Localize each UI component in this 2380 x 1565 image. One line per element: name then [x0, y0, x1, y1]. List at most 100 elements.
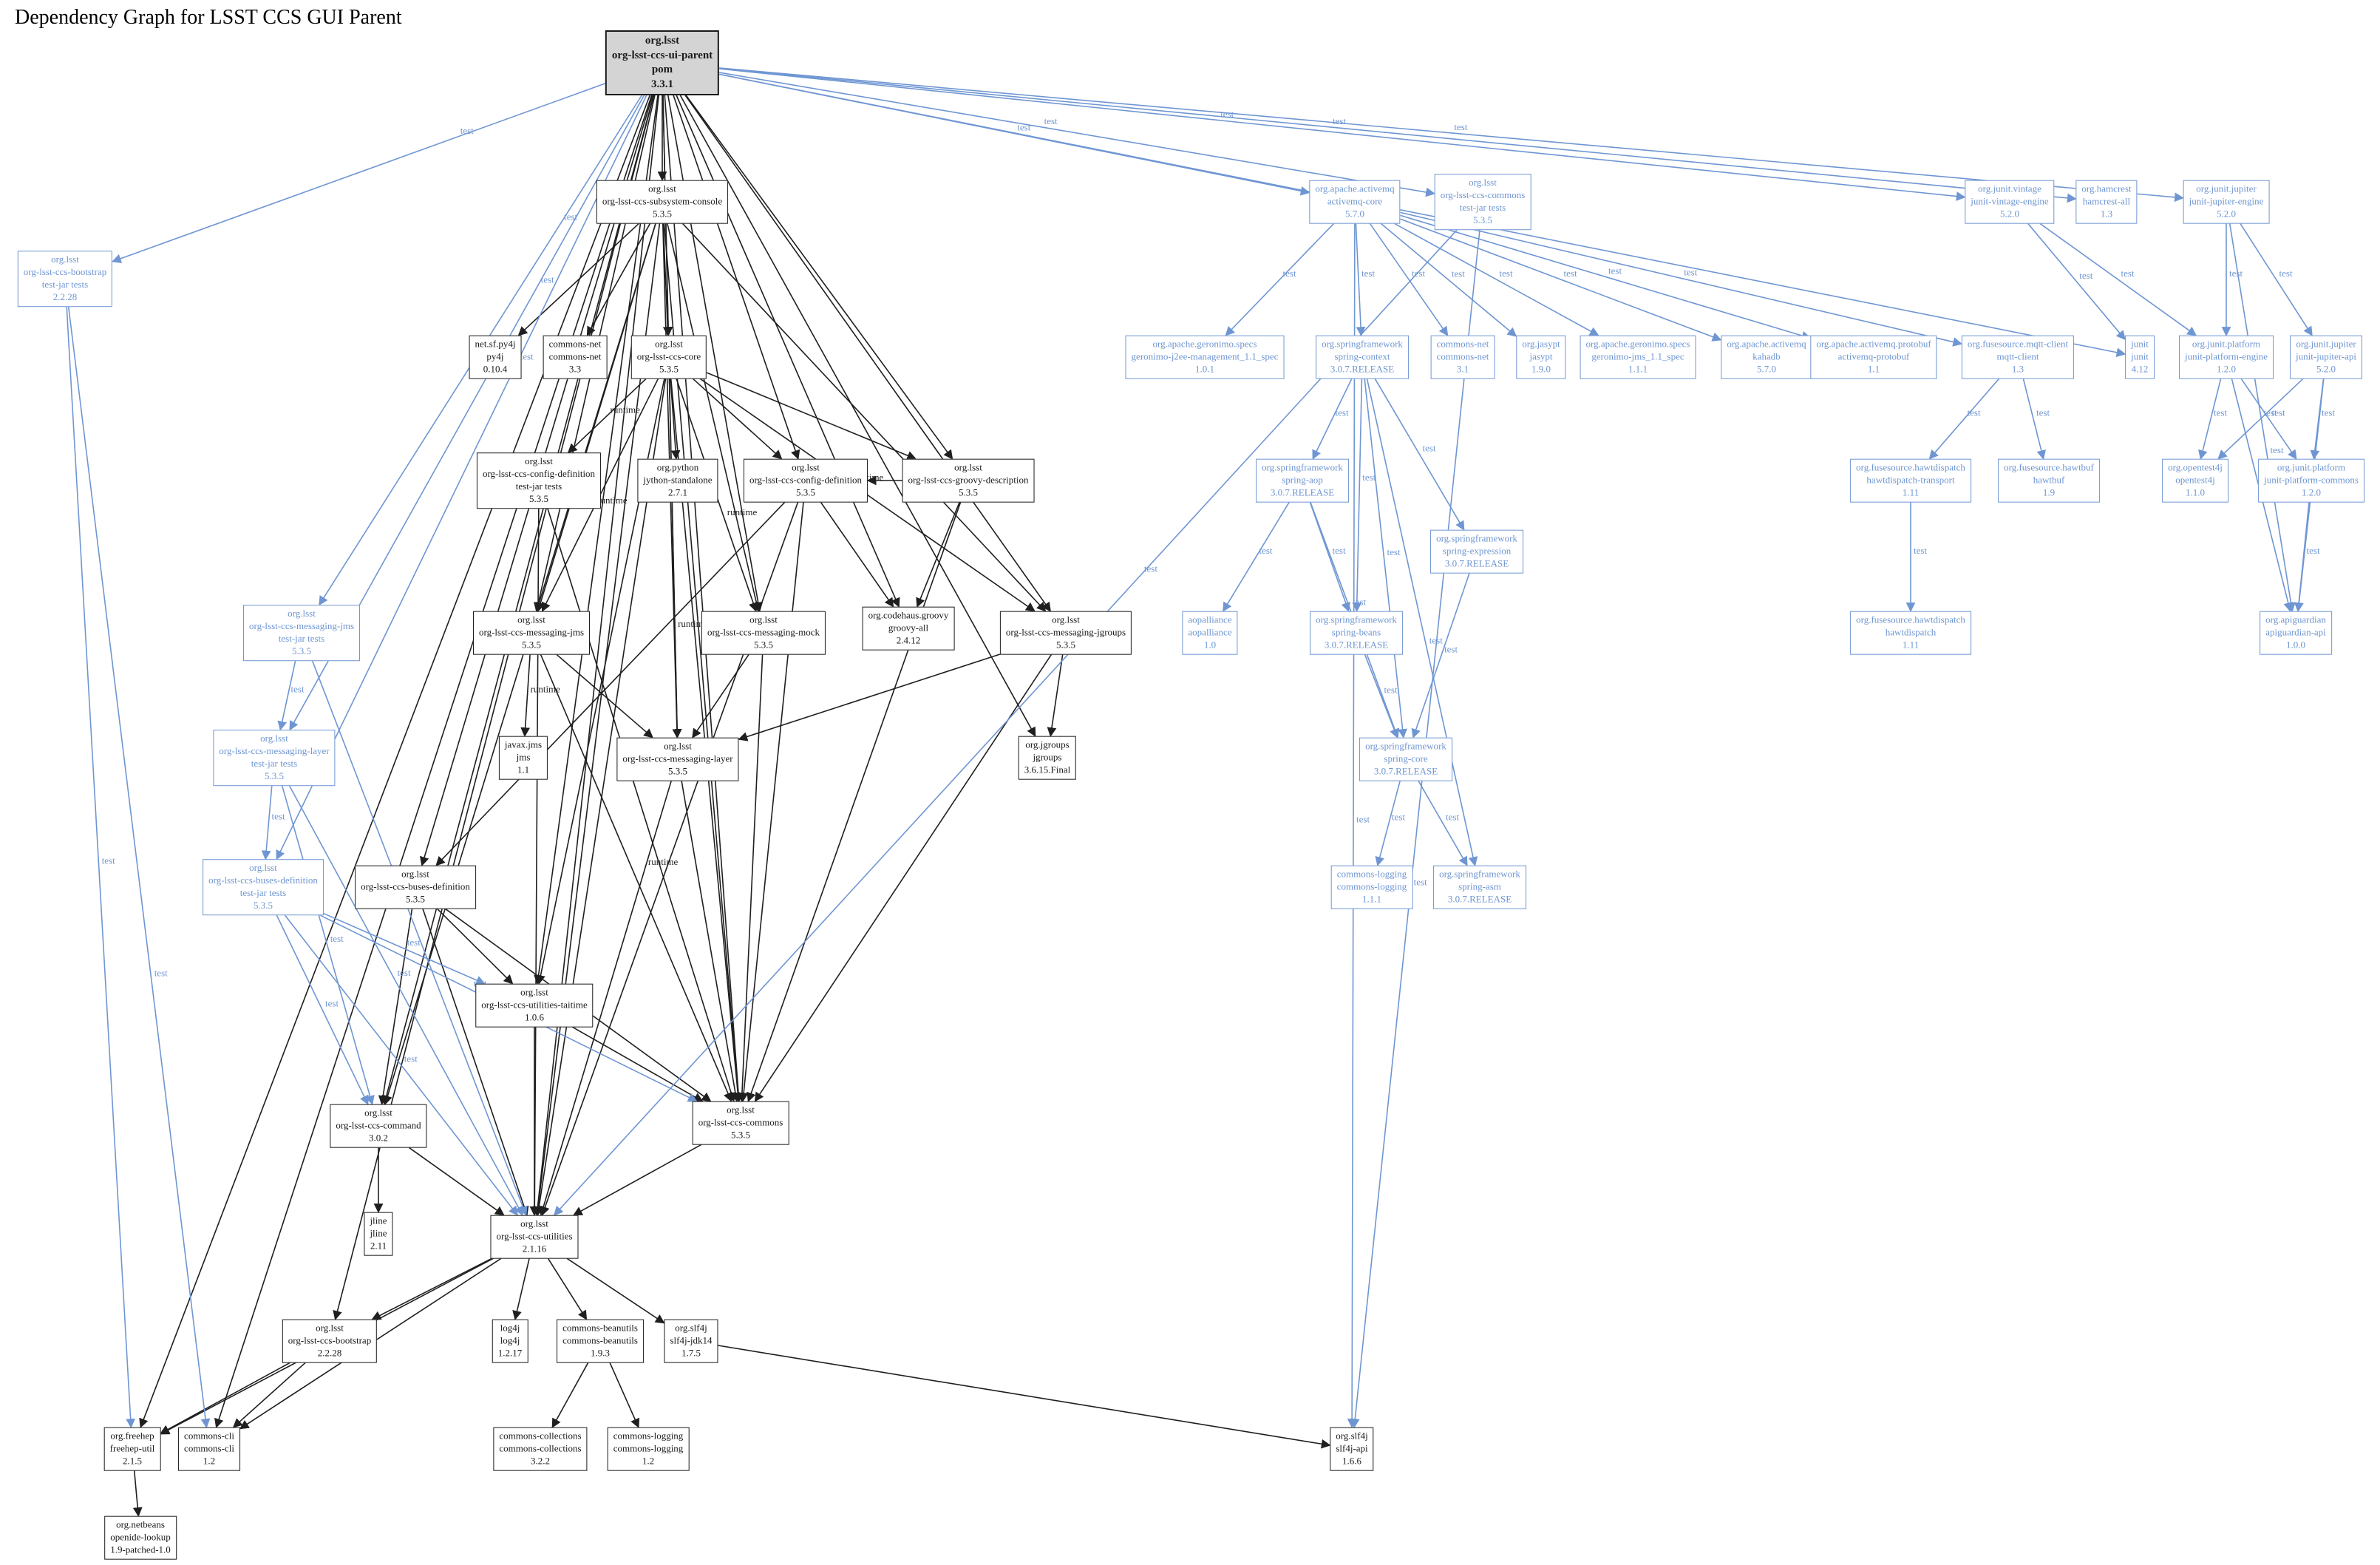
edge-label-busestests-commons: test: [474, 978, 487, 989]
edge-command-utilities: [408, 1147, 505, 1216]
edge-label-commonstests-utilities: test: [1144, 563, 1157, 574]
edge-bootstraptests-ccli: [67, 306, 211, 1428]
edge-label-jupiterapi-opentest4j: test: [2264, 407, 2277, 418]
edge-root-utilities: [533, 95, 659, 1216]
edge-label-springcontext-springcore: test: [1387, 546, 1401, 557]
edge-label-activemq-slf4japi: test: [1356, 814, 1370, 825]
edge-label-springbeans-springcore: test: [1384, 685, 1398, 696]
edge-console-msgjgroups: [681, 223, 1047, 612]
edge-msgjgroups-msglayer: [738, 654, 1001, 741]
edge-busesdef-command: [378, 909, 413, 1105]
edge-label-springcore-springasm: test: [1446, 812, 1459, 823]
edge-label-layertests-busestests: test: [272, 811, 285, 822]
edge-root-bootstraptests: [111, 83, 606, 263]
edge-label-activemq-springcontext: test: [1361, 268, 1375, 279]
edge-label-jupiterengine-apiguardian: test: [2271, 444, 2284, 455]
edge-label-core-msglayer: runtime: [678, 618, 708, 629]
edge-label-msglayer-utilities: runtime: [648, 856, 679, 867]
edge-layertests-command: [281, 785, 375, 1105]
edge-root-layertests: [289, 95, 645, 731]
edge-utilities-slf4jjdk14: [566, 1257, 665, 1324]
edge-taitime-commons: [572, 1026, 704, 1102]
edge-springcontext-springcore: [1364, 378, 1407, 739]
edge-root-commonstests: [719, 72, 1435, 197]
edge-root-jupiterengine: [719, 67, 2184, 203]
edge-core-jython: [670, 378, 681, 460]
edge-label-root-bootstraptests: test: [460, 125, 474, 136]
edge-core-cfgdef: [692, 378, 783, 460]
edge-console-msgmock: [667, 223, 761, 612]
edge-label-core-msgmock: runtime: [727, 506, 758, 517]
edge-msgjms-jms: [520, 654, 531, 737]
edge-label-root-commonstests: test: [1044, 115, 1058, 126]
edge-label-activemq-kahadb: test: [1564, 268, 1577, 279]
edge-cfgdef-busesdef: [435, 501, 786, 866]
edge-label-springcontext-springbeans: test: [1362, 472, 1376, 483]
edge-vintage-junit: [2027, 223, 2126, 341]
edge-springcore-springasm: [1418, 780, 1468, 866]
edge-label-springaop-springbeans: test: [1333, 545, 1346, 556]
edge-root-freehep: [139, 95, 650, 1428]
edge-layertests-utilities: [288, 785, 523, 1216]
edge-label-springcontext-springaop: test: [1336, 407, 1349, 418]
edge-beanutils-clogging12: [609, 1362, 640, 1428]
edge-jupiterengine-apiguardian: [2228, 223, 2296, 612]
edge-msgjms-commons: [540, 654, 732, 1102]
edge-cfgtests-commons: [547, 508, 736, 1102]
edge-label-activemq-gjms: test: [1500, 268, 1513, 279]
edge-springcontext-springaop: [1312, 378, 1353, 460]
edge-msgmock-commons: [737, 654, 764, 1102]
edge-bootstrap-ccli: [232, 1362, 306, 1428]
edge-label-bootstraptests-freehep: test: [102, 855, 115, 866]
edge-label-root-busestests: test: [520, 351, 534, 362]
edge-vintage-platformengine: [2039, 223, 2197, 336]
edge-label-root-junit: test: [1495, 217, 1509, 228]
edge-label-platformcommons-apiguardian: test: [2307, 545, 2320, 556]
edge-label-springaop-aopalliance: test: [1259, 545, 1273, 556]
edge-root-junit: [719, 73, 2126, 358]
edge-mqtt-hdtransport: [1928, 378, 2000, 460]
edge-label-layertests-command: test: [330, 933, 344, 944]
edge-label-jupiterengine-jupiterapi: test: [2279, 268, 2293, 279]
edge-commonstests-utilities: [554, 229, 1458, 1216]
edge-console-core: [662, 223, 673, 336]
edge-root-vintage: [719, 68, 1966, 201]
edge-msgjms-msglayer: [556, 654, 653, 739]
edge-label-msgjms-jms: runtime: [531, 684, 561, 695]
edge-beanutils-ccollections: [551, 1362, 589, 1428]
edge-root-busestests: [276, 95, 647, 860]
edge-commons-utilities: [572, 1144, 702, 1216]
edge-label-springaop-springcore: test: [1353, 597, 1366, 608]
edge-jupiterengine-jupiterapi: [2240, 223, 2313, 336]
edge-msgjgroups-jgroups: [1047, 654, 1064, 737]
edge-label-commonstests-slf4japi: test: [1414, 877, 1427, 888]
edge-label-jupiterengine-platformengine: test: [2229, 268, 2243, 279]
edge-label-platformengine-apiguardian: test: [2264, 483, 2277, 495]
edge-utilities-ccli: [239, 1257, 502, 1430]
edge-activemq-gjms: [1394, 223, 1599, 336]
edge-utilities-log4j: [512, 1258, 530, 1320]
edge-busesdef-taitime: [436, 908, 514, 985]
edge-springexpr-springcore: [1411, 573, 1470, 739]
edge-commonstests-slf4japi: [1350, 229, 1480, 1428]
edge-springcontext-springexpr: [1374, 378, 1465, 531]
edge-cfgdef-commons: [738, 502, 804, 1102]
edge-label-root-jupiterengine: test: [1454, 121, 1467, 132]
edge-springaop-aopalliance: [1223, 501, 1290, 612]
edge-label-core-cfgtests: runtime: [611, 404, 641, 415]
edge-root-taitime: [534, 95, 659, 985]
edge-label-mqtt-hdtransport: test: [1968, 407, 1981, 418]
edge-root-msgjgroups: [684, 95, 1051, 612]
edge-msglayer-utilities: [538, 781, 672, 1216]
edge-utilities-beanutils: [547, 1257, 588, 1320]
edge-cfgdef-groovyall: [820, 501, 894, 608]
edge-springcontext-springbeans: [1352, 378, 1363, 612]
edge-label-root-hamcrest: test: [1333, 115, 1346, 126]
edge-root-hamcrest: [719, 67, 2077, 203]
edge-console-py4j: [517, 223, 639, 336]
graph-title: Dependency Graph for LSST CCS GUI Parent: [15, 6, 402, 29]
edge-jmstests-utilities: [311, 660, 528, 1216]
edge-label-activemq-jasypt: test: [1452, 268, 1465, 279]
edge-busestests-utilities: [284, 914, 518, 1216]
edge-label-busestests-taitime: test: [407, 937, 421, 948]
